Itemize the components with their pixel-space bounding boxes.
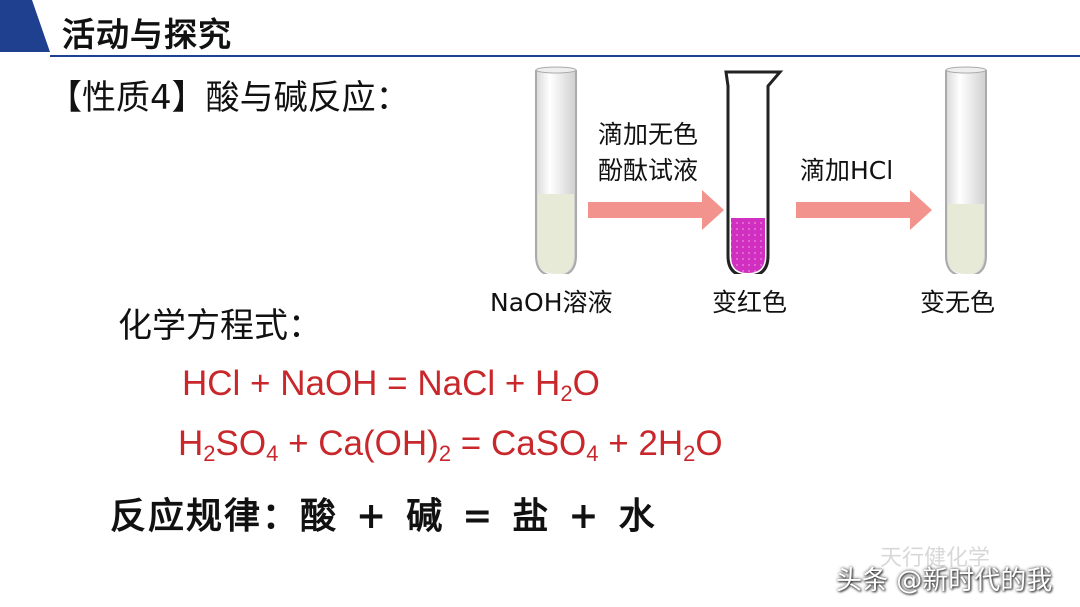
- tube3-label: 变无色: [920, 288, 996, 317]
- tube1-label: NaOH溶液: [490, 288, 613, 317]
- arrow-right-1: [588, 190, 724, 230]
- step2-text: 滴加HCl: [800, 156, 894, 185]
- arrow-right-2: [796, 190, 932, 230]
- watermark-ghost: 天行健化学: [880, 546, 991, 571]
- step1-text-line1: 滴加无色: [598, 120, 699, 149]
- test-tube-red: [724, 70, 784, 274]
- equation-label: 化学方程式：: [118, 306, 322, 346]
- header-bar: [0, 0, 1080, 57]
- equation-2: H2SO4 + Ca(OH)2 = CaSO4 + 2H2O: [178, 424, 723, 466]
- equation-1: HCl + NaOH = NaCl + H2O: [182, 364, 600, 406]
- watermark: 头条 @新时代的我: [836, 566, 1053, 596]
- reaction-rule: 反应规律：酸+碱=盐+水: [110, 495, 657, 537]
- section-title: 【性质4】酸与碱反应：: [48, 78, 410, 118]
- test-tube-naoh: [535, 66, 577, 274]
- experiment-diagram: [535, 66, 987, 274]
- tube2-label: 变红色: [712, 288, 788, 317]
- test-tube-colorless: [945, 66, 987, 274]
- page-title: 活动与探究: [62, 15, 232, 54]
- step1-text-line2: 酚酞试液: [598, 156, 699, 185]
